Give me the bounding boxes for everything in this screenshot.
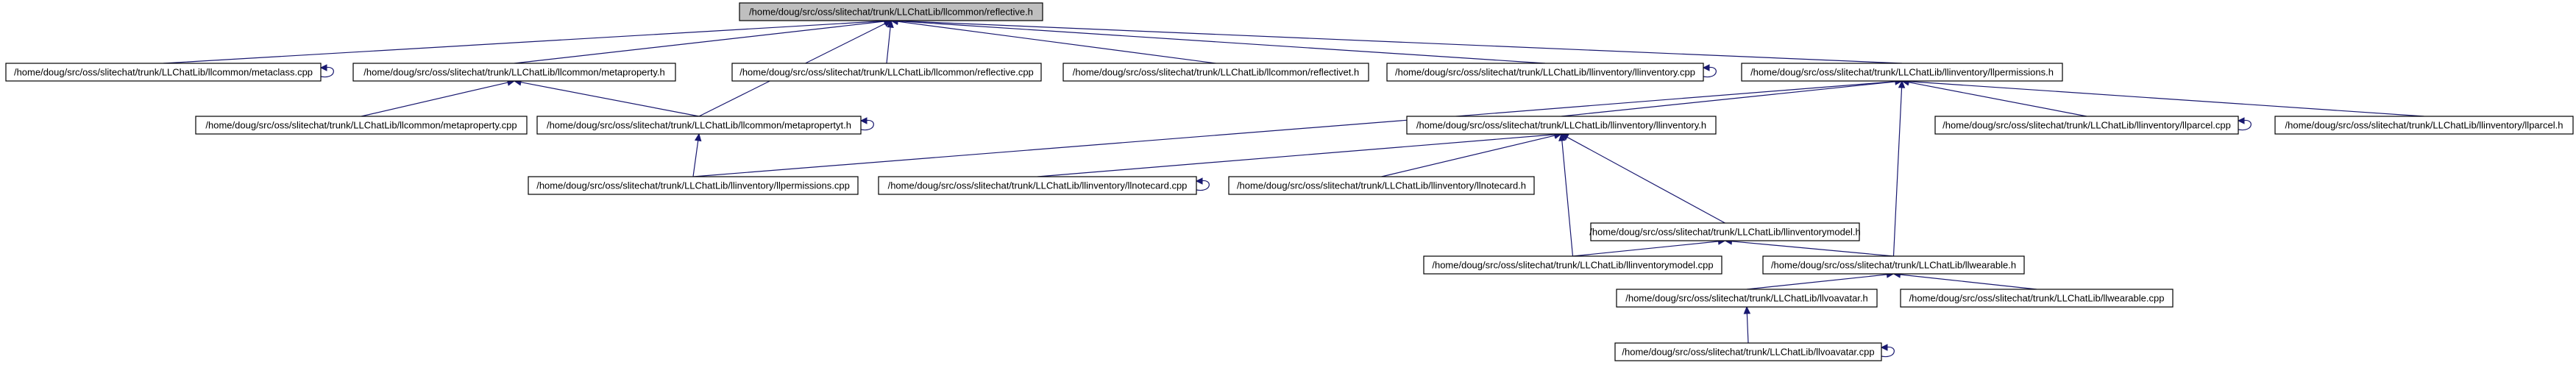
node-label: /home/doug/src/oss/slitechat/trunk/LLCha…	[1073, 67, 1359, 78]
node-label: /home/doug/src/oss/slitechat/trunk/LLCha…	[1395, 67, 1695, 78]
arrowhead	[1743, 305, 1751, 314]
node-box	[1614, 342, 1882, 361]
arrowhead	[887, 19, 894, 28]
edge-metaproperty-h-to-reflective-h	[514, 18, 893, 64]
node-label: /home/doug/src/oss/slitechat/trunk/LLCha…	[547, 120, 851, 131]
node-label: /home/doug/src/oss/slitechat/trunk/LLCha…	[1942, 120, 2231, 131]
edge-metapropertyt-h-to-metaproperty-h	[513, 79, 700, 117]
node-label: /home/doug/src/oss/slitechat/trunk/LLCha…	[749, 7, 1033, 18]
edge-llpermissions-cpp-to-llpermissions-h	[692, 77, 1903, 177]
self-loop-llparcel-cpp	[2237, 117, 2252, 131]
edge-llparcel-cpp-to-llpermissions-h	[1901, 79, 2087, 117]
node-llwearable-cpp[interactable]: /home/doug/src/oss/slitechat/trunk/LLCha…	[1900, 289, 2174, 308]
arrowhead	[1195, 177, 1203, 185]
edge-llnotecard-h-to-llinventory-h	[1381, 132, 1563, 177]
node-reflective-h[interactable]: /home/doug/src/oss/slitechat/trunk/LLCha…	[739, 2, 1043, 21]
node-box	[2274, 116, 2574, 135]
arrowhead	[859, 117, 867, 124]
node-box	[1900, 289, 2174, 308]
node-label: /home/doug/src/oss/slitechat/trunk/LLCha…	[14, 67, 313, 78]
self-loop-llvoavatar-cpp	[1880, 344, 1895, 358]
node-llpermissions-cpp[interactable]: /home/doug/src/oss/slitechat/trunk/LLCha…	[528, 176, 859, 195]
arrowhead	[2237, 117, 2245, 124]
node-label: /home/doug/src/oss/slitechat/trunk/LLCha…	[739, 67, 1034, 78]
arrowhead	[1880, 344, 1888, 351]
node-label: /home/doug/src/oss/slitechat/trunk/LLCha…	[2285, 120, 2563, 131]
node-box	[878, 176, 1197, 195]
edge-llnotecard-cpp-to-llinventory-h	[1037, 131, 1563, 177]
node-metapropertyt-h[interactable]: /home/doug/src/oss/slitechat/trunk/LLCha…	[536, 116, 862, 135]
node-box	[536, 116, 862, 135]
node-box	[1386, 63, 1704, 82]
node-llinventory-h[interactable]: /home/doug/src/oss/slitechat/trunk/LLCha…	[1406, 116, 1717, 135]
node-label: /home/doug/src/oss/slitechat/trunk/LLCha…	[1416, 120, 1706, 131]
node-label: /home/doug/src/oss/slitechat/trunk/LLCha…	[1589, 227, 1861, 238]
node-metaclass-cpp[interactable]: /home/doug/src/oss/slitechat/trunk/LLCha…	[5, 63, 322, 82]
node-reflective-cpp[interactable]: /home/doug/src/oss/slitechat/trunk/LLCha…	[731, 63, 1042, 82]
arrowhead	[694, 132, 702, 142]
arrowhead	[319, 64, 327, 71]
node-llinventory-cpp[interactable]: /home/doug/src/oss/slitechat/trunk/LLCha…	[1386, 63, 1704, 82]
node-reflectivet-h[interactable]: /home/doug/src/oss/slitechat/trunk/LLCha…	[1062, 63, 1369, 82]
self-loop-metapropertyt-h	[859, 117, 874, 131]
node-label: /home/doug/src/oss/slitechat/trunk/LLCha…	[1771, 260, 2016, 271]
arrowhead	[1702, 64, 1710, 71]
node-box	[1934, 116, 2239, 135]
nodes-layer: /home/doug/src/oss/slitechat/trunk/LLCha…	[5, 2, 2574, 361]
edge-reflective-cpp-to-reflective-h	[886, 19, 894, 64]
edge-llinventory-h-to-llpermissions-h	[1561, 78, 1903, 117]
self-loop-metaclass-cpp	[319, 64, 334, 78]
edge-llparcel-h-to-llpermissions-h	[1901, 77, 2424, 117]
node-label: /home/doug/src/oss/slitechat/trunk/LLCha…	[1432, 260, 1713, 271]
edge-llwearable-h-to-llpermissions-h	[1892, 80, 1906, 257]
node-llpermissions-h[interactable]: /home/doug/src/oss/slitechat/trunk/LLCha…	[1741, 63, 2063, 82]
node-llvoavatar-h[interactable]: /home/doug/src/oss/slitechat/trunk/LLCha…	[1616, 289, 1878, 308]
arrowhead	[1898, 80, 1906, 88]
node-label: /home/doug/src/oss/slitechat/trunk/LLCha…	[888, 180, 1188, 191]
node-label: /home/doug/src/oss/slitechat/trunk/LLCha…	[1237, 180, 1526, 191]
node-box	[352, 63, 676, 82]
arrowhead	[1558, 132, 1566, 141]
node-box	[1423, 255, 1722, 275]
node-llnotecard-h[interactable]: /home/doug/src/oss/slitechat/trunk/LLCha…	[1228, 176, 1535, 195]
node-box	[1616, 289, 1878, 308]
node-llparcel-h[interactable]: /home/doug/src/oss/slitechat/trunk/LLCha…	[2274, 116, 2574, 135]
node-label: /home/doug/src/oss/slitechat/trunk/LLCha…	[536, 180, 850, 191]
node-llinventorymodel-h[interactable]: /home/doug/src/oss/slitechat/trunk/LLCha…	[1589, 222, 1861, 241]
node-label: /home/doug/src/oss/slitechat/trunk/LLCha…	[363, 67, 664, 78]
edge-metaproperty-cpp-to-metaproperty-h	[361, 79, 516, 117]
node-box	[1406, 116, 1717, 135]
node-label: /home/doug/src/oss/slitechat/trunk/LLCha…	[1909, 293, 2165, 304]
edge-llinventorymodel-h-to-llinventory-h	[1560, 133, 1725, 224]
node-box	[1228, 176, 1535, 195]
node-box	[1762, 255, 2025, 275]
edge-llpermissions-cpp-to-metapropertyt-h	[692, 132, 702, 177]
node-label: /home/doug/src/oss/slitechat/trunk/LLCha…	[1622, 347, 1874, 358]
node-llparcel-cpp[interactable]: /home/doug/src/oss/slitechat/trunk/LLCha…	[1934, 116, 2239, 135]
node-label: /home/doug/src/oss/slitechat/trunk/LLCha…	[1750, 67, 2054, 78]
node-llnotecard-cpp[interactable]: /home/doug/src/oss/slitechat/trunk/LLCha…	[878, 176, 1197, 195]
node-label: /home/doug/src/oss/slitechat/trunk/LLCha…	[205, 120, 517, 131]
node-label: /home/doug/src/oss/slitechat/trunk/LLCha…	[1625, 293, 1868, 304]
node-box	[195, 116, 528, 135]
node-box	[528, 176, 859, 195]
edge-metaclass-cpp-to-reflective-h	[163, 17, 893, 64]
edge-llvoavatar-cpp-to-llvoavatar-h	[1743, 305, 1751, 344]
node-box	[739, 2, 1043, 21]
edge-llinventorymodel-cpp-to-llinventory-h	[1558, 132, 1574, 257]
node-box	[5, 63, 322, 82]
self-loop-llinventory-cpp	[1702, 64, 1717, 78]
node-box	[1590, 222, 1860, 241]
node-llinventorymodel-cpp[interactable]: /home/doug/src/oss/slitechat/trunk/LLCha…	[1423, 255, 1722, 275]
node-box	[1741, 63, 2063, 82]
node-box	[1062, 63, 1369, 82]
edge-reflectivet-h-to-reflective-h	[890, 18, 1216, 64]
node-llwearable-h[interactable]: /home/doug/src/oss/slitechat/trunk/LLCha…	[1762, 255, 2025, 275]
node-metaproperty-h[interactable]: /home/doug/src/oss/slitechat/trunk/LLCha…	[352, 63, 676, 82]
node-llvoavatar-cpp[interactable]: /home/doug/src/oss/slitechat/trunk/LLCha…	[1614, 342, 1882, 361]
node-metaproperty-cpp[interactable]: /home/doug/src/oss/slitechat/trunk/LLCha…	[195, 116, 528, 135]
self-loop-llnotecard-cpp	[1195, 177, 1210, 191]
node-box	[731, 63, 1042, 82]
